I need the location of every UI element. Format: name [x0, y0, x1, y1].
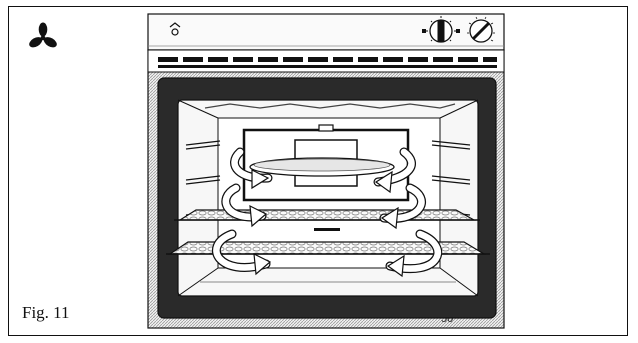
wire-rack-upper [180, 210, 474, 220]
